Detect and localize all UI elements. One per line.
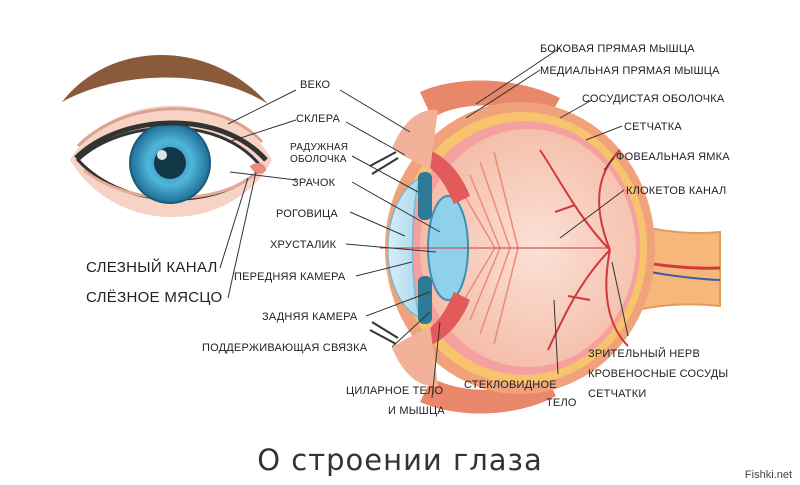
external-eye [62, 55, 272, 218]
ciliary-folds [463, 151, 519, 345]
ciliary-body-upper [424, 150, 470, 204]
label-eyelid: ВЕКО [300, 79, 331, 91]
label-lateral-rectus: БОКОВАЯ ПРЯМАЯ МЫШЦА [540, 43, 695, 55]
iris-upper [418, 172, 432, 220]
label-choroid: СОСУДИСТАЯ ОБОЛОЧКА [582, 93, 725, 105]
label-sclera: СКЛЕРА [296, 113, 341, 125]
label-fovea: ФОВЕАЛЬНАЯ ЯМКА [616, 151, 730, 163]
label-ciliary-line1: ЦИЛАРНОЕ ТЕЛО [346, 385, 444, 397]
pupil-highlight [157, 150, 167, 160]
upper-eyelash-line [74, 120, 268, 162]
label-lacrimal-caruncle: СЛЁЗНОЕ МЯСЦО [86, 289, 222, 306]
label-suspensory-ligament: ПОДДЕРЖИВАЮЩАЯ СВЯЗКА [202, 342, 368, 354]
eyelid-upper-section [392, 109, 438, 170]
page-title: О строении глаза [257, 443, 542, 477]
label-iris-line1: РАДУЖНАЯ [290, 142, 348, 153]
leader-lines [219, 47, 629, 399]
retinal-vessels [539, 149, 629, 351]
eyelid-lower-section [392, 326, 438, 387]
eye-cross-section [369, 80, 721, 414]
label-anterior-chamber: ПЕРЕДНЯЯ КАМЕРА [234, 271, 346, 283]
label-retinal-vessels-2: СЕТЧАТКИ [588, 388, 646, 400]
eyebrow [62, 55, 268, 104]
label-lacrimal-canal: СЛЕЗНЫЙ КАНАЛ [86, 258, 218, 276]
label-lens: ХРУСТАЛИК [270, 239, 337, 251]
ciliary-body-lower [424, 292, 470, 346]
label-iris-line2: ОБОЛОЧКА [290, 154, 347, 165]
watermark: Fishki.net [745, 469, 792, 481]
label-vitreous-line2: ТЕЛО [546, 397, 577, 409]
label-cloquet-canal: КЛОКЕТОВ КАНАЛ [626, 185, 726, 197]
labels: ВЕКО СКЛЕРА РАДУЖНАЯ ОБОЛОЧКА ЗРАЧОК РОГ… [86, 43, 730, 417]
label-optic-nerve: ЗРИТЕЛЬНЫЙ НЕРВ [588, 347, 700, 360]
label-retinal-vessels: КРОВЕНОСНЫЕ СОСУДЫ [588, 368, 728, 380]
label-cornea: РОГОВИЦА [276, 208, 338, 220]
iris-lower [418, 276, 432, 324]
label-ciliary-line2: И МЫШЦА [388, 405, 445, 417]
tear-caruncle [250, 163, 266, 174]
upper-eyelid-crease [76, 107, 264, 148]
eyelashes [369, 151, 399, 345]
label-retina: СЕТЧАТКА [624, 121, 682, 133]
label-pupil: ЗРАЧОК [292, 177, 336, 189]
label-vitreous-line1: СТЕКЛОВИДНОЕ [464, 379, 557, 391]
label-posterior-chamber: ЗАДНЯЯ КАМЕРА [262, 311, 358, 323]
label-medial-rectus: МЕДИАЛЬНАЯ ПРЯМАЯ МЫШЦА [540, 65, 720, 77]
